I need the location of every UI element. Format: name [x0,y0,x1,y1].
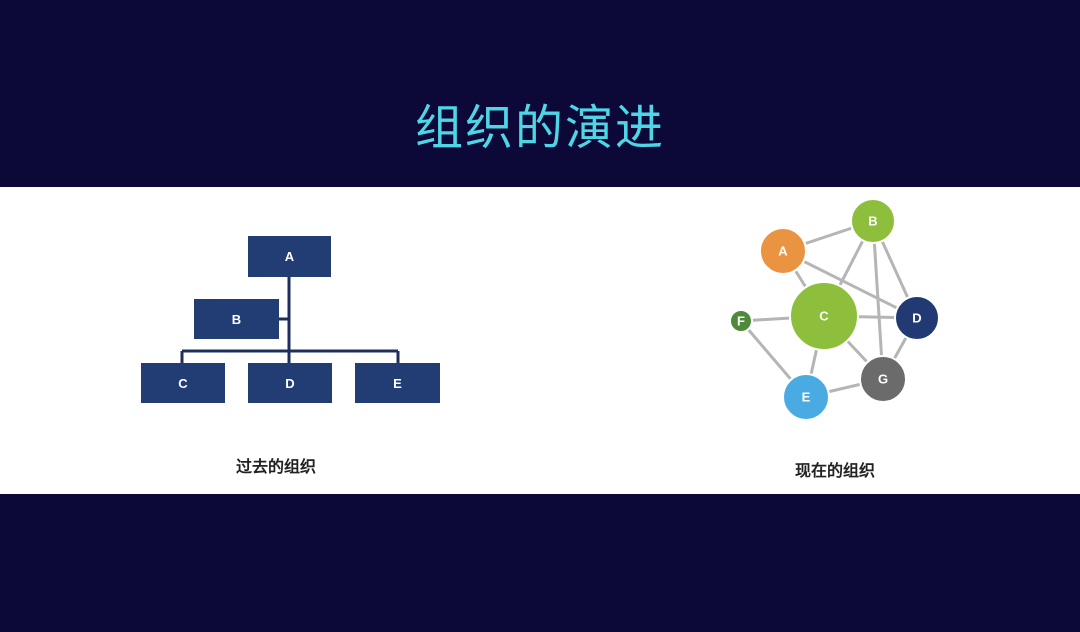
network-node-a-label: A [778,244,788,259]
network-node-a: A [759,227,807,275]
network-node-f-circle [729,309,753,333]
org-box-a: A [248,236,331,277]
network-node-b: B [850,198,896,244]
org-box-d-label: D [285,376,294,391]
network-node-c-circle [789,281,859,351]
org-box-c: C [141,363,225,403]
network-nodes: A B C D E F G [729,198,940,421]
network-node-e: E [782,373,830,421]
present-org-network: A B C D E F G [729,198,940,421]
network-node-a-circle [759,227,807,275]
network-edge-a-d [782,249,918,320]
network-node-c: C [789,281,859,351]
org-box-c-label: C [178,376,188,391]
network-node-e-label: E [802,390,811,405]
network-node-d-label: D [912,311,921,326]
network-node-c-label: C [819,309,829,324]
network-node-f: F [729,309,753,333]
hierarchy-connectors [180,277,400,370]
org-box-e-label: E [393,376,402,391]
org-box-d: D [248,363,332,403]
organization-diagrams: A B C D E A B C D E F G [141,198,940,421]
network-node-g-label: G [878,372,888,387]
network-edge-b-g [871,220,885,380]
network-node-g-circle [859,355,907,403]
network-node-f-label: F [737,314,745,329]
present-org-caption: 现在的组织 [795,461,876,480]
network-node-e-circle [782,373,830,421]
network-node-b-circle [850,198,896,244]
network-node-d: D [894,295,940,341]
org-box-e: E [355,363,440,403]
past-org-chart: A B C D E [141,236,440,403]
past-org-caption: 过去的组织 [236,457,317,476]
org-box-a-label: A [285,249,295,264]
network-node-d-circle [894,295,940,341]
slide-title: 组织的演进 [414,100,665,156]
network-node-g: G [859,355,907,403]
org-box-b: B [194,299,279,339]
network-node-b-label: B [868,214,877,229]
org-box-b-label: B [232,312,241,327]
